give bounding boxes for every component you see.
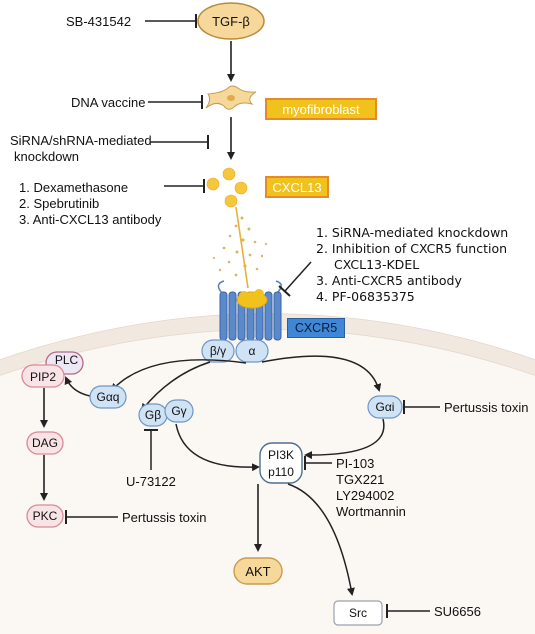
cxcr5-box: CXCR5 [287,318,345,338]
cxcl13-box: CXCL13 [265,176,329,198]
pkc-node-shape [26,504,64,528]
arrow-receptor-gai [261,355,382,392]
gai-label: Gαi [375,400,395,414]
arrow-gaq-plc [64,376,91,397]
sirna-label-line1: SiRNA/shRNA-mediated [10,133,152,148]
pertussis-pkc-label: Pertussis toxin [122,510,207,525]
tgfb-node-shape [197,2,265,40]
tgfb-label: TGF-β [212,13,250,29]
pi3k-inhibitor-1: PI-103 [336,456,375,471]
gai-node-shape [367,395,403,419]
alpha-label: α [248,344,256,358]
su6656-label: SU6656 [434,604,481,619]
src-label: Src [349,606,367,620]
cxcr5-inhibitor-4: 4. PF-06835375 [316,289,415,304]
pi3k-inhibitor-2: TGX221 [336,472,385,487]
cxcl13-inhibitor-3: 3. Anti-CXCL13 antibody [19,212,162,227]
pi3k-inhibitor-4: Wortmannin [336,504,406,519]
akt-label: AKT [245,563,271,579]
src-node-shape [333,600,383,626]
arrow-receptor-gaq [110,359,247,392]
arrow-gbeta-pi3k [175,423,260,472]
arrow-pi3k-src [287,483,355,596]
beta-gamma-label: β/γ [209,344,227,358]
cxcr5-receptor-icon [217,280,282,341]
alpha-node-shape [235,339,269,363]
cxcl13-molecules-icon [206,167,248,208]
inhibit-line-cxcr5 [284,261,312,292]
akt-node-shape [233,557,283,585]
gaq-node-shape [89,385,127,409]
cxcr5-inhibitor-1: 1. SiRNA-mediated knockdown [316,225,509,240]
pi3k-label-line1: PI3K [267,447,294,462]
myofibroblast-box: myofibroblast [265,98,377,120]
cxcl13-stream-line [235,206,249,289]
cxcr5-inhibitor-2: 2. Inhibition of CXCR5 function [316,241,508,256]
u73122-label: U-73122 [126,474,176,489]
sb431542-label: SB-431542 [66,14,132,29]
arrow-receptor-gbeta [140,361,211,412]
ggamma-node-shape [164,399,194,423]
cxcr5-inhibitor-3: 3. Anti-CXCR5 antibody [316,273,462,288]
gaq-label: Gαq [96,390,120,404]
cxcl13-inhibitor-1: 1. Dexamethasone [19,180,129,195]
gbeta-label: Gβ [144,408,162,422]
pi3k-label-line2: p110 [268,464,294,479]
dag-label: DAG [31,436,58,450]
cxcl13-inhibitor-2: 2. Spebrutinib [19,196,100,211]
cxcr5-inhibitor-2b: CXCL13-KDEL [334,257,420,272]
pip2-node-shape [21,364,65,388]
plc-label: PLC [54,353,79,367]
pip2-label: PIP2 [29,370,56,384]
sirna-label-line2: knockdown [14,149,80,164]
beta-gamma-node-shape [201,339,235,363]
secretion-spray [212,216,268,277]
pkc-label: PKC [32,509,58,523]
myofibroblast-nucleus-icon [227,95,235,101]
pi3k-inhibitor-3: LY294002 [336,488,395,503]
pertussis-gai-label: Pertussis toxin [444,400,529,415]
dag-node-shape [26,431,64,455]
membrane-band [0,314,535,375]
dna-vaccine-label: DNA vaccine [71,95,146,110]
inhibit-bar-cxcr5 [278,285,291,297]
arrow-gai-pi3k [304,418,385,460]
ggamma-label: Gγ [171,404,187,418]
pi3k-node-shape [259,442,303,484]
